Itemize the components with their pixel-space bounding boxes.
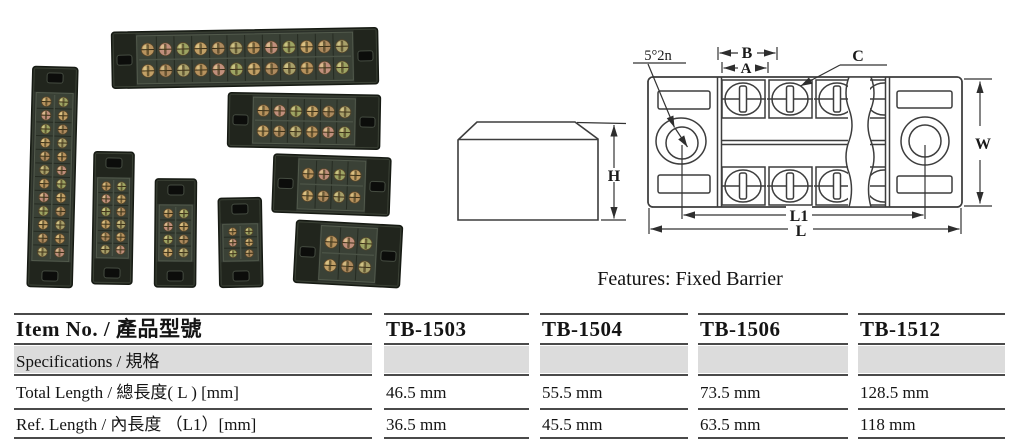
terminal-block-12p-v <box>26 65 79 289</box>
model-cell: TB-1512 <box>860 317 941 341</box>
terminal-block-3p-v <box>217 196 264 289</box>
divider <box>384 313 529 315</box>
table-column-labels: Item No. / 產品型號 Specifications / 規格 Tota… <box>14 313 372 439</box>
row-label-spec: Specifications / 規格 <box>16 352 160 371</box>
total-length-cell: 128.5 mm <box>860 383 929 402</box>
ref-length-cell: 45.5 mm <box>542 415 603 434</box>
terminal-block-4p-h <box>271 153 392 217</box>
dimension-w <box>964 78 992 207</box>
divider <box>858 313 1005 315</box>
divider <box>14 313 372 315</box>
ref-length-cell: 36.5 mm <box>386 415 447 434</box>
row-label-ref: Ref. Length / 內長度 （L1）[mm] <box>16 415 257 434</box>
divider <box>384 437 529 439</box>
dimension-c <box>800 64 887 87</box>
divider <box>540 343 688 345</box>
divider <box>698 408 848 410</box>
divider <box>384 408 529 410</box>
table-column-tb-1512: TB-1512 128.5 mm 118 mm <box>858 313 1005 439</box>
dimension-label-b: B <box>742 45 753 62</box>
side-view <box>457 121 599 221</box>
divider <box>540 437 688 439</box>
divider <box>698 437 848 439</box>
divider <box>384 374 529 376</box>
terminal-block-3p-h <box>292 219 404 289</box>
divider <box>858 343 1005 345</box>
dimension-a <box>721 62 769 73</box>
top-view <box>647 76 963 208</box>
terminal-block-6p-h <box>226 91 382 151</box>
divider <box>14 343 372 345</box>
model-cell: TB-1503 <box>386 317 467 341</box>
divider <box>698 374 848 376</box>
ref-length-cell: 118 mm <box>860 415 916 434</box>
dimension-label-l: L <box>796 223 807 240</box>
table-column-tb-1506: TB-1506 73.5 mm 63.5 mm <box>698 313 848 439</box>
row-label-item: Item No. / 產品型號 <box>16 317 202 341</box>
divider <box>858 437 1005 439</box>
spec-row-shading <box>858 346 1005 373</box>
dimension-l <box>648 208 962 234</box>
total-length-cell: 73.5 mm <box>700 383 761 402</box>
break-lines <box>845 77 875 208</box>
divider <box>384 343 529 345</box>
total-length-cell: 55.5 mm <box>542 383 603 402</box>
dimension-label-c: C <box>852 48 864 65</box>
divider <box>858 408 1005 410</box>
ref-length-cell: 63.5 mm <box>700 415 761 434</box>
features-caption: Features: Fixed Barrier <box>597 268 783 290</box>
hole-callout <box>633 62 689 148</box>
product-photo-blocks <box>26 26 404 289</box>
divider <box>540 313 688 315</box>
divider <box>858 374 1005 376</box>
dimension-b <box>717 47 778 60</box>
dimension-label-h: H <box>608 168 621 185</box>
table-column-tb-1504: TB-1504 55.5 mm 45.5 mm <box>540 313 688 439</box>
dimension-h <box>576 121 627 221</box>
spec-row-shading <box>540 346 688 373</box>
terminal-block-12p-h <box>110 26 380 90</box>
model-cell: TB-1506 <box>700 317 781 341</box>
divider <box>14 408 372 410</box>
divider <box>540 374 688 376</box>
hole-note: 5°2n <box>644 48 672 64</box>
table-column-tb-1503: TB-1503 46.5 mm 36.5 mm <box>384 313 529 439</box>
divider <box>698 343 848 345</box>
divider <box>14 437 372 439</box>
product-photo <box>26 26 404 289</box>
dimension-label-l1: L1 <box>790 208 809 225</box>
total-length-cell: 46.5 mm <box>386 383 447 402</box>
divider <box>14 374 372 376</box>
dimension-l1 <box>681 145 926 219</box>
terminal-block-4p-v <box>153 178 198 288</box>
terminal-screws <box>722 82 886 203</box>
dimension-label-w: W <box>975 136 991 153</box>
model-cell: TB-1504 <box>542 317 623 341</box>
spec-row-shading <box>14 346 372 373</box>
terminal-block-6p-v <box>91 150 135 286</box>
spec-row-shading <box>698 346 848 373</box>
divider <box>698 313 848 315</box>
spec-row-shading <box>384 346 529 373</box>
row-label-total: Total Length / 總長度( L ) [mm] <box>16 383 239 402</box>
dimension-label-a: A <box>741 61 752 77</box>
divider <box>540 408 688 410</box>
